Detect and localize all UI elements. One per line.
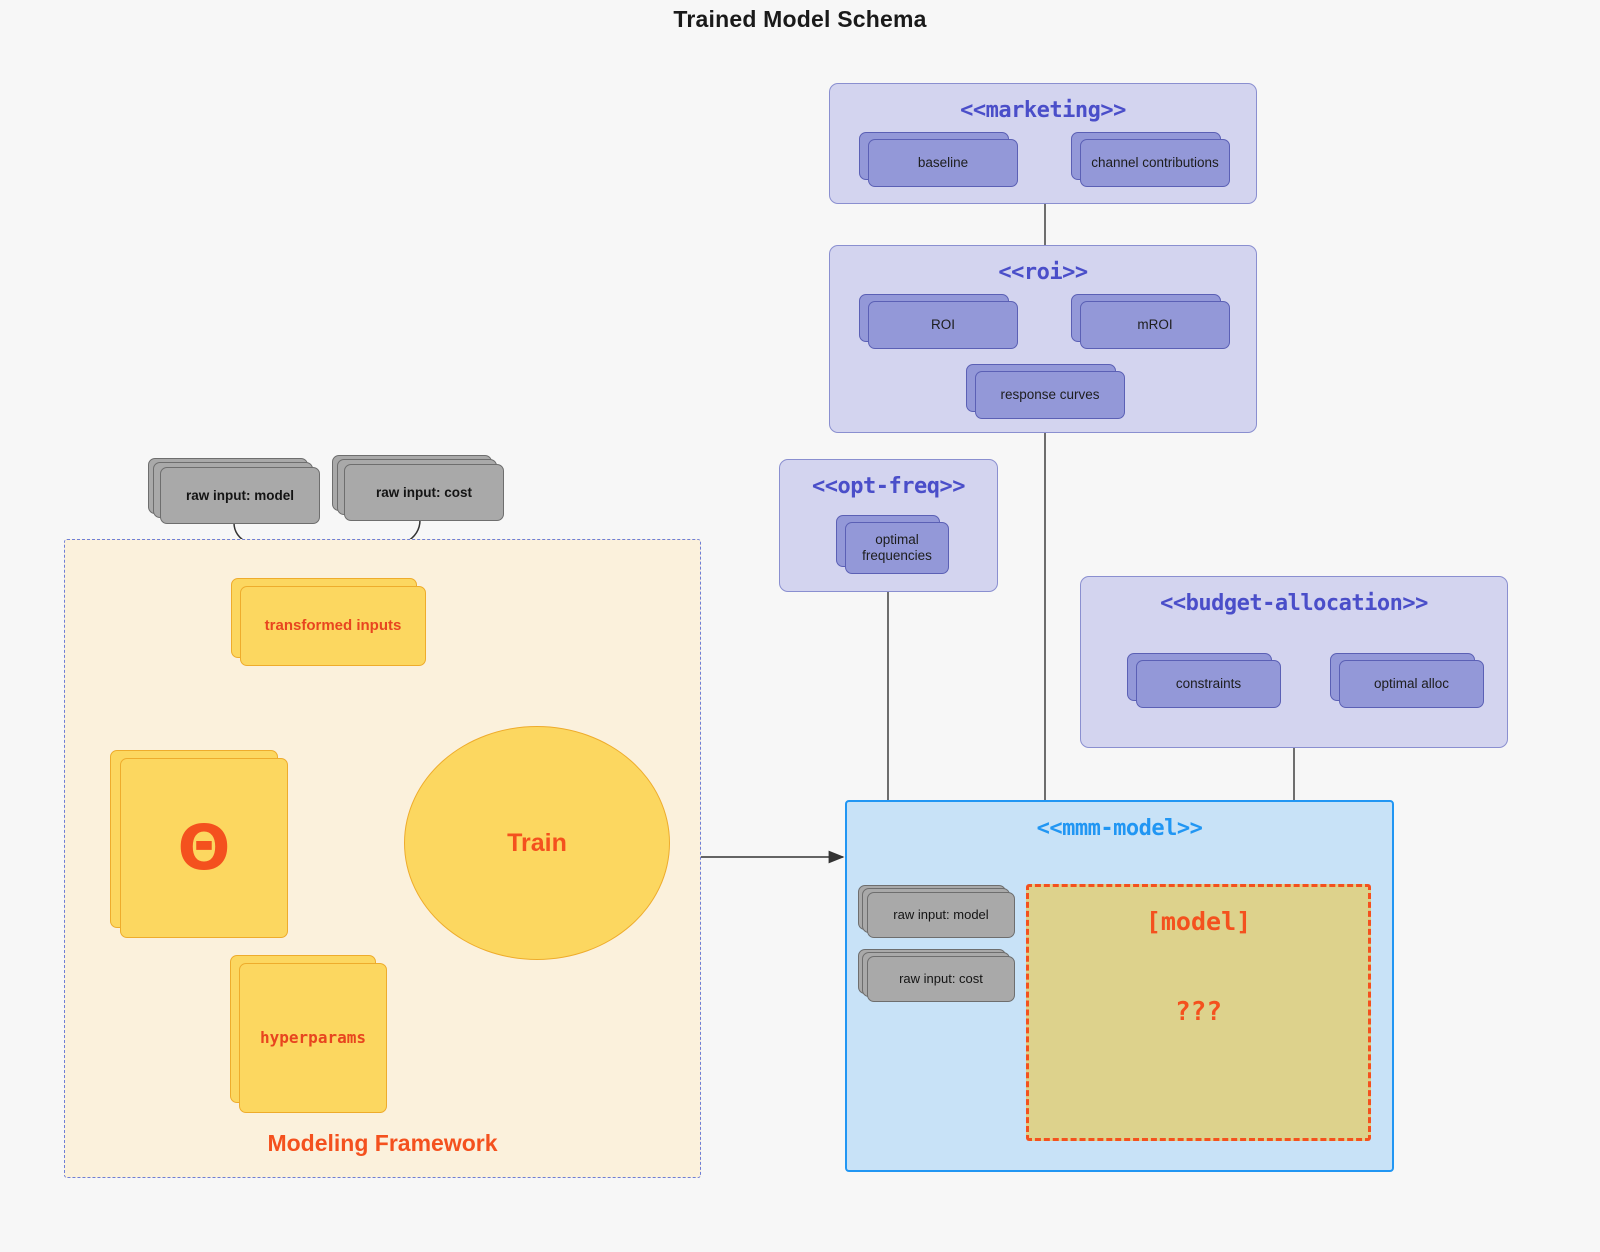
raw-input-model-label: raw input: model	[186, 487, 294, 503]
model-placeholder-box[interactable]: [model] ???	[1026, 884, 1371, 1141]
channel-contributions-node[interactable]: channel contributions	[1071, 132, 1236, 190]
stack-layer-front	[845, 522, 949, 574]
stack-layer-front	[867, 956, 1015, 1002]
hyperparams-node[interactable]: hyperparams	[230, 955, 390, 1115]
modeling-framework-label: Modeling Framework	[267, 1130, 498, 1156]
theta-symbol: Θ	[177, 811, 231, 884]
stack-layer-front	[120, 758, 288, 938]
optimal-alloc-label: optimal alloc	[1373, 676, 1450, 692]
constraints-node[interactable]: constraints	[1127, 653, 1287, 711]
package-opt-freq-title: <<opt-freq>>	[812, 474, 965, 499]
response-curves-node[interactable]: response curves	[966, 364, 1131, 422]
mmm-raw-input-model-node[interactable]: raw input: model	[858, 885, 1018, 940]
roi-node[interactable]: ROI	[859, 294, 1024, 352]
stack-layer-front	[344, 464, 504, 521]
train-ellipse[interactable]: Train	[404, 726, 670, 960]
constraints-label: constraints	[1175, 676, 1242, 692]
theta-node[interactable]: Θ	[110, 750, 290, 940]
stack-layer-front	[1136, 660, 1281, 708]
package-marketing-title: <<marketing>>	[960, 98, 1126, 123]
package-roi-title: <<roi>>	[998, 260, 1088, 285]
package-budget-allocation-title: <<budget-allocation>>	[1160, 591, 1428, 616]
baseline-node[interactable]: baseline	[859, 132, 1024, 190]
channel-contributions-label: channel contributions	[1091, 155, 1219, 171]
optimal-alloc-node[interactable]: optimal alloc	[1330, 653, 1490, 711]
stack-layer-front	[1080, 301, 1230, 349]
package-mmm-model-title: <<mmm-model>>	[1036, 816, 1203, 841]
stack-layer-front	[240, 586, 426, 666]
optimal-frequencies-line1: optimal	[875, 532, 919, 548]
model-unknown-label: ???	[1175, 997, 1222, 1027]
raw-input-cost-node[interactable]: raw input: cost	[332, 455, 504, 521]
stack-layer-front	[1339, 660, 1484, 708]
stack-layer-front	[239, 963, 387, 1113]
raw-input-model-node[interactable]: raw input: model	[148, 458, 320, 524]
model-title: [model]	[1145, 907, 1252, 936]
mroi-label: mROI	[1137, 317, 1173, 333]
optimal-frequencies-label: optimal frequencies	[845, 522, 949, 574]
mmm-raw-input-cost-node[interactable]: raw input: cost	[858, 949, 1018, 1004]
response-curves-label: response curves	[1000, 387, 1100, 403]
transformed-inputs-node[interactable]: transformed inputs	[231, 578, 427, 668]
raw-input-cost-label: raw input: cost	[375, 484, 472, 500]
stack-layer-front	[867, 892, 1015, 938]
optimal-frequencies-node[interactable]: optimal frequencies	[836, 515, 953, 577]
transformed-inputs-label: transformed inputs	[264, 617, 402, 635]
roi-label: ROI	[930, 317, 955, 333]
mroi-node[interactable]: mROI	[1071, 294, 1236, 352]
page-title: Trained Model Schema	[673, 6, 927, 32]
optimal-frequencies-line2: frequencies	[862, 548, 932, 563]
stack-layer-front	[975, 371, 1125, 419]
train-label: Train	[507, 828, 567, 857]
stack-layer-front	[868, 301, 1018, 349]
stack-layer-front	[160, 467, 320, 524]
mmm-raw-input-model-label: raw input: model	[893, 906, 989, 922]
stack-layer-front	[868, 139, 1018, 187]
hyperparams-label: hyperparams	[260, 1027, 366, 1047]
mmm-raw-input-cost-label: raw input: cost	[899, 970, 983, 986]
baseline-label: baseline	[917, 155, 969, 171]
stack-layer-front	[1080, 139, 1230, 187]
